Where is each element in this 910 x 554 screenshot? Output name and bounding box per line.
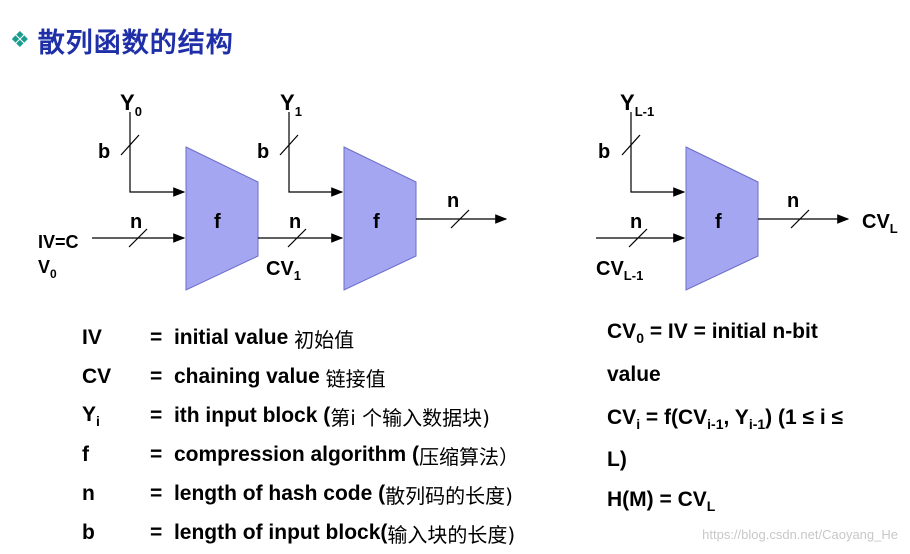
definition-desc: initial value <box>173 326 289 349</box>
label-y0: Y0 <box>120 90 142 119</box>
formula-cvi-cont: L) <box>607 448 627 471</box>
block-label-1: f <box>214 211 221 233</box>
width-slash-b1 <box>120 134 140 156</box>
label-cv1: CV1 <box>266 258 301 283</box>
label-n2: n <box>289 211 301 233</box>
label-cvl: CVL <box>862 211 898 236</box>
definition-term: f <box>82 443 89 466</box>
watermark: https://blog.csdn.net/Caoyang_He <box>702 527 898 542</box>
definition-cjk: 初始值 <box>294 327 355 352</box>
label-n3: n <box>447 190 459 212</box>
block-label-last: f <box>715 211 722 233</box>
label-n4: n <box>630 211 642 233</box>
definition-cjk: 压缩算法） <box>418 444 519 469</box>
definition-term: n <box>82 482 95 505</box>
definition-sep: = <box>150 326 163 349</box>
block-label-2: f <box>373 211 380 233</box>
definition-desc: length of input block( <box>173 521 388 544</box>
formula-cvi: CVi = f(CVi-1, Yi-1) (1 ≤ i ≤ <box>607 406 844 433</box>
definition-cjk: 散列码的长度) <box>385 483 513 508</box>
compression-block-1 <box>185 146 259 291</box>
formula-hm: H(M) = CVL <box>607 488 716 515</box>
definition-cjk: 链接值 <box>325 366 386 391</box>
definition-term: b <box>82 521 95 544</box>
label-cvl1: CVL-1 <box>596 258 643 283</box>
definition-sep: = <box>150 521 163 544</box>
width-slash-n3 <box>450 209 470 229</box>
definition-yi: Yi = ith input block (第i 个输入数据块) <box>82 400 490 432</box>
label-yl1: YL-1 <box>620 90 654 119</box>
definition-desc: compression algorithm ( <box>173 443 419 466</box>
definition-term: Yi <box>82 402 100 430</box>
label-iv: IV=C <box>38 232 79 252</box>
stage-2: f b Y1 n CV1 n <box>257 90 508 291</box>
definition-desc: chaining value <box>173 365 320 388</box>
hash-structure-diagram: f b Y0 n IV=C V0 f b Y1 n CV1 n f <box>38 90 898 291</box>
stage-last: f b YL-1 n CVL-1 n CVL <box>596 90 898 291</box>
diamond-bullet-icon: ❖ <box>10 27 30 53</box>
width-slash-n2 <box>287 228 307 248</box>
definition-desc: ith input block ( <box>173 404 331 427</box>
stage-1: f b Y0 n IV=C V0 <box>38 90 259 291</box>
definition-n: n = length of hash code (散列码的长度) <box>82 478 513 510</box>
definition-term: IV <box>82 326 102 349</box>
label-n1: n <box>130 211 142 233</box>
input-line-y0 <box>129 112 186 197</box>
width-slash-b2 <box>279 134 299 156</box>
width-slash-n5 <box>790 209 810 229</box>
definition-term: CV <box>82 365 112 388</box>
input-line-y1 <box>288 112 344 197</box>
definition-sep: = <box>150 404 163 427</box>
label-b3: b <box>598 141 610 163</box>
definition-sep: = <box>150 365 163 388</box>
label-v0: V0 <box>38 257 57 281</box>
definition-b: b = length of input block(输入块的长度) <box>82 517 515 549</box>
label-y1: Y1 <box>280 90 302 119</box>
definition-cjk: 输入块的长度) <box>387 522 516 547</box>
definition-cjk: 第i 个输入数据块) <box>330 405 490 430</box>
label-n5: n <box>787 190 799 212</box>
width-slash-n4 <box>628 228 648 248</box>
compression-block-last <box>685 146 759 291</box>
width-slash-n1 <box>128 228 148 248</box>
compression-block-2 <box>343 146 417 291</box>
title-text: 散列函数的结构 <box>37 27 234 59</box>
input-line-yl1 <box>630 112 686 197</box>
label-b2: b <box>257 141 269 163</box>
width-slash-b3 <box>621 134 641 156</box>
definition-f: f = compression algorithm (压缩算法） <box>82 439 519 471</box>
label-b1: b <box>98 141 110 163</box>
definition-sep: = <box>150 443 163 466</box>
definition-cv: CV = chaining value 链接值 <box>82 361 386 393</box>
definition-sep: = <box>150 482 163 505</box>
formula-cv0: CV0 = IV = initial n-bit <box>607 320 818 347</box>
formula-cv0-cont: value <box>607 363 661 386</box>
definition-iv: IV = initial value 初始值 <box>82 322 354 354</box>
slide-title: ❖ 散列函数的结构 <box>10 22 234 59</box>
definition-desc: length of hash code ( <box>173 482 386 505</box>
